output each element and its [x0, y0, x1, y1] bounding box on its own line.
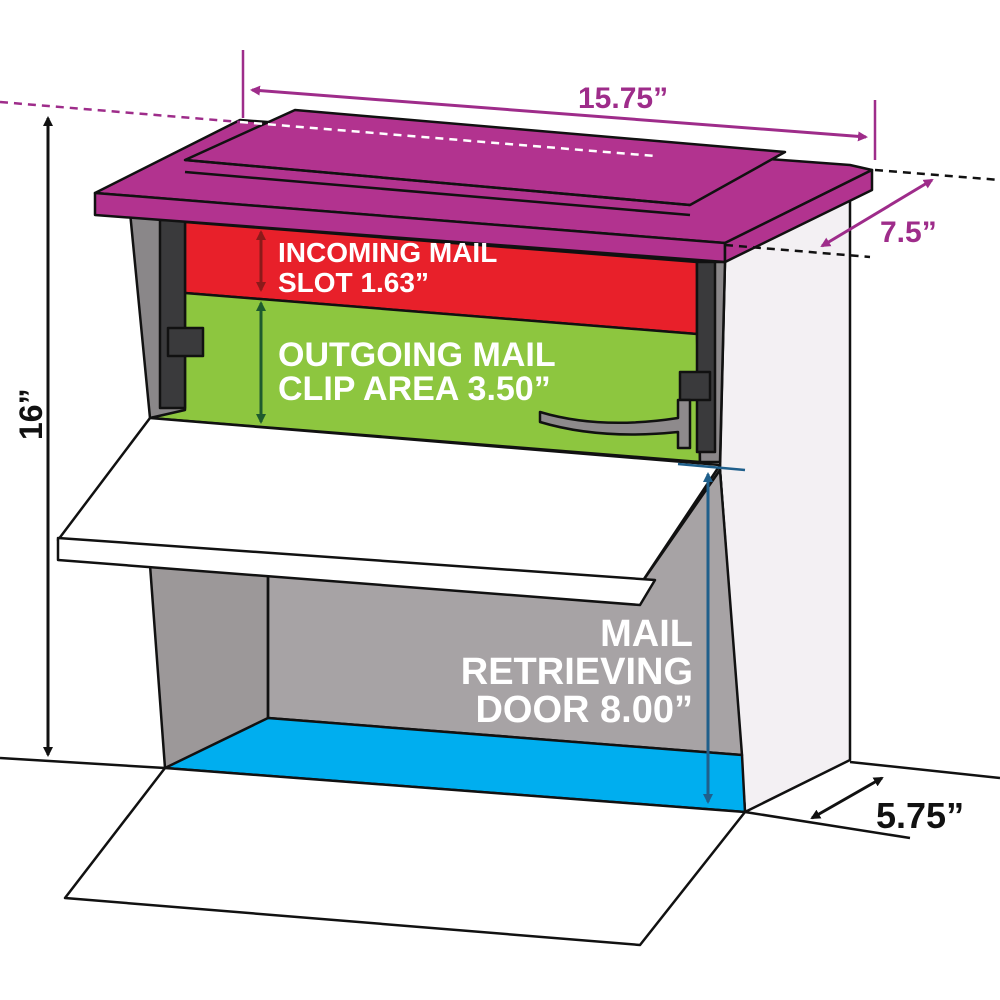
retrieving-label-line2: RETRIEVING	[461, 651, 693, 693]
ground-line-left	[0, 756, 166, 770]
outgoing-label-line2: CLIP AREA 3.50”	[278, 370, 551, 408]
ground-line-front	[744, 810, 911, 840]
flap-front-edge	[56, 536, 657, 607]
height-label: 16”	[13, 388, 49, 440]
handle	[538, 398, 692, 450]
base-depth-arrow	[810, 776, 884, 820]
width-dimension-arrow	[250, 85, 868, 142]
width-label: 15.75”	[578, 82, 668, 115]
retrieving-label-line1: MAIL	[600, 613, 693, 655]
base-depth-label: 5.75”	[876, 795, 964, 836]
left-clip	[166, 326, 205, 358]
right-post	[695, 260, 717, 454]
left-post	[158, 218, 187, 410]
ground-line-right	[849, 760, 1000, 780]
retrieving-label-line3: DOOR 8.00”	[475, 689, 693, 731]
right-clip	[678, 370, 712, 402]
incoming-label-line2: SLOT 1.63”	[278, 267, 429, 298]
roof-depth-label: 7.5”	[880, 216, 937, 249]
outgoing-label-line1: OUTGOING MAIL	[278, 336, 556, 374]
depth-dimension-arrow	[820, 178, 934, 248]
mail-door	[63, 766, 747, 947]
incoming-label-line1: INCOMING MAIL	[278, 237, 497, 268]
